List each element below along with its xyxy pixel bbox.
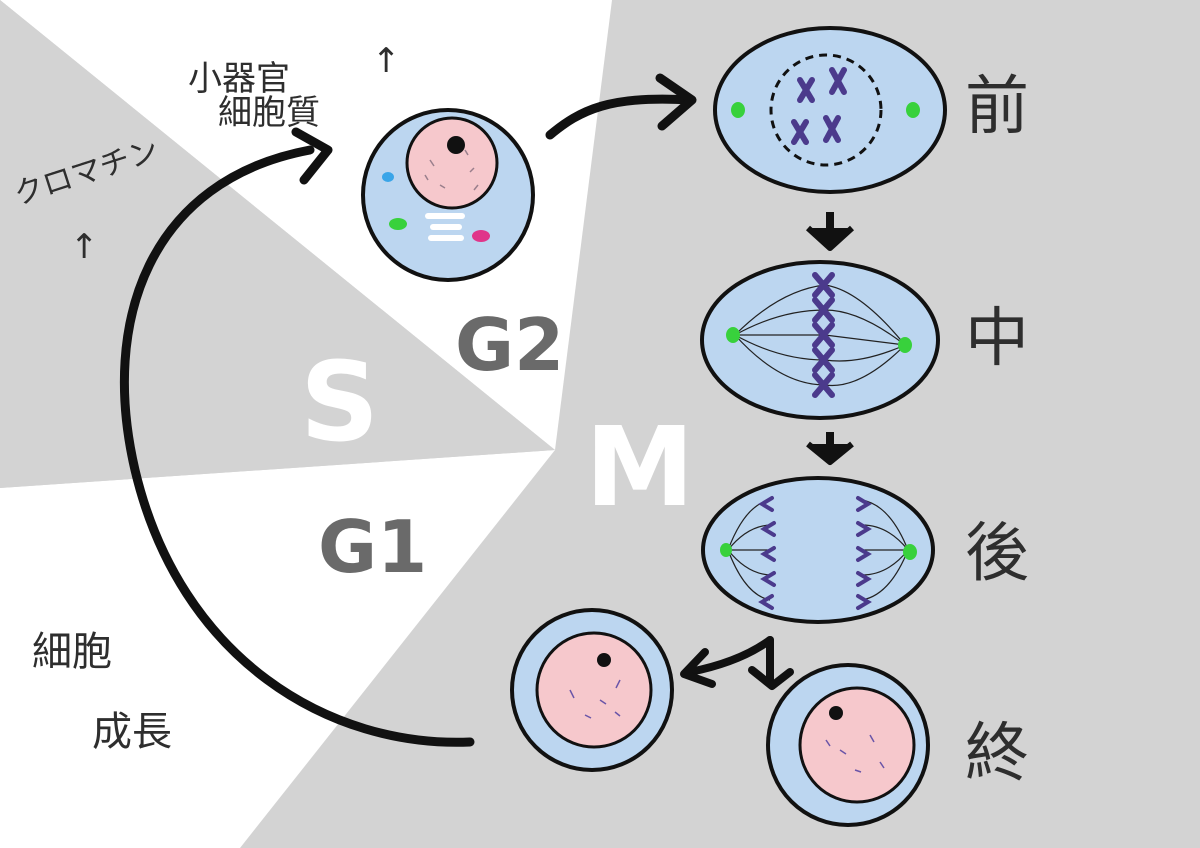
- metaphase-spindle: [734, 284, 906, 387]
- arrow-up-organelles: ↑: [372, 41, 401, 81]
- growth-label-line2: 成長: [92, 709, 172, 755]
- daughter-cell-left: [510, 608, 674, 772]
- stage-label-anaphase: 後: [965, 517, 1029, 591]
- prophase-chromosomes: [791, 67, 847, 145]
- cycle-arrowhead: [291, 127, 333, 185]
- anaphase-centriole-left: [720, 543, 732, 557]
- prophase-nuclear-envelope: [769, 53, 883, 167]
- s-sector: [0, 0, 555, 488]
- metaphase-chromosomes: [812, 272, 835, 398]
- growth-label-line1: 細胞: [32, 629, 112, 675]
- stage-arrow-1: [805, 212, 855, 251]
- daughter-cell-right: [766, 663, 930, 827]
- anaphase-centriole-right: [903, 544, 917, 560]
- g2-organelle-green: [389, 218, 407, 230]
- organelles-label: 小器官: [188, 59, 290, 99]
- division-arrows: [680, 636, 794, 690]
- g2-organelle-blue: [382, 172, 394, 182]
- stage-label-telophase: 終: [965, 717, 1029, 791]
- metaphase-centriole-right: [898, 337, 912, 353]
- prophase-centriole-right: [906, 102, 920, 118]
- stage-label-metaphase: 中: [965, 302, 1029, 376]
- phase-s-label: S: [300, 338, 379, 466]
- daughter-right-nucleus: [798, 686, 916, 804]
- phase-g2-label: G2: [455, 303, 564, 387]
- daughter-left-chromatin: [569, 679, 621, 719]
- prophase-centriole-left: [731, 102, 745, 118]
- anaphase-chromosomes: [758, 496, 872, 610]
- to-mitosis-arrow: [545, 94, 695, 140]
- metaphase-centriole-left: [726, 327, 740, 343]
- prophase-cell: [713, 26, 947, 194]
- daughter-left-nucleus: [535, 631, 653, 749]
- daughter-right-nucleolus: [829, 706, 843, 720]
- g2-organelle-pink: [472, 230, 490, 242]
- to-mitosis-arrowhead: [655, 73, 697, 131]
- cycle-arrow: [119, 145, 475, 747]
- g2-chromatin: [424, 149, 479, 191]
- metaphase-cell: [700, 260, 940, 420]
- stage-arrow-2: [806, 432, 854, 465]
- daughter-right-chromatin: [825, 734, 885, 773]
- g1-sector: [0, 450, 555, 848]
- g2-golgi: [425, 213, 465, 241]
- cytoplasm-label: 細胞質: [218, 93, 320, 133]
- phase-g1-label: G1: [318, 505, 427, 589]
- phase-m-label: M: [585, 403, 694, 531]
- arrow-up-chromatin: ↑: [70, 227, 99, 267]
- g2-nucleolus: [447, 136, 465, 154]
- stage-label-prophase: 前: [965, 70, 1029, 144]
- daughter-left-nucleolus: [597, 653, 611, 667]
- g2-nucleus: [405, 116, 499, 210]
- anaphase-cell: [701, 476, 935, 624]
- g2-cell: [361, 108, 535, 282]
